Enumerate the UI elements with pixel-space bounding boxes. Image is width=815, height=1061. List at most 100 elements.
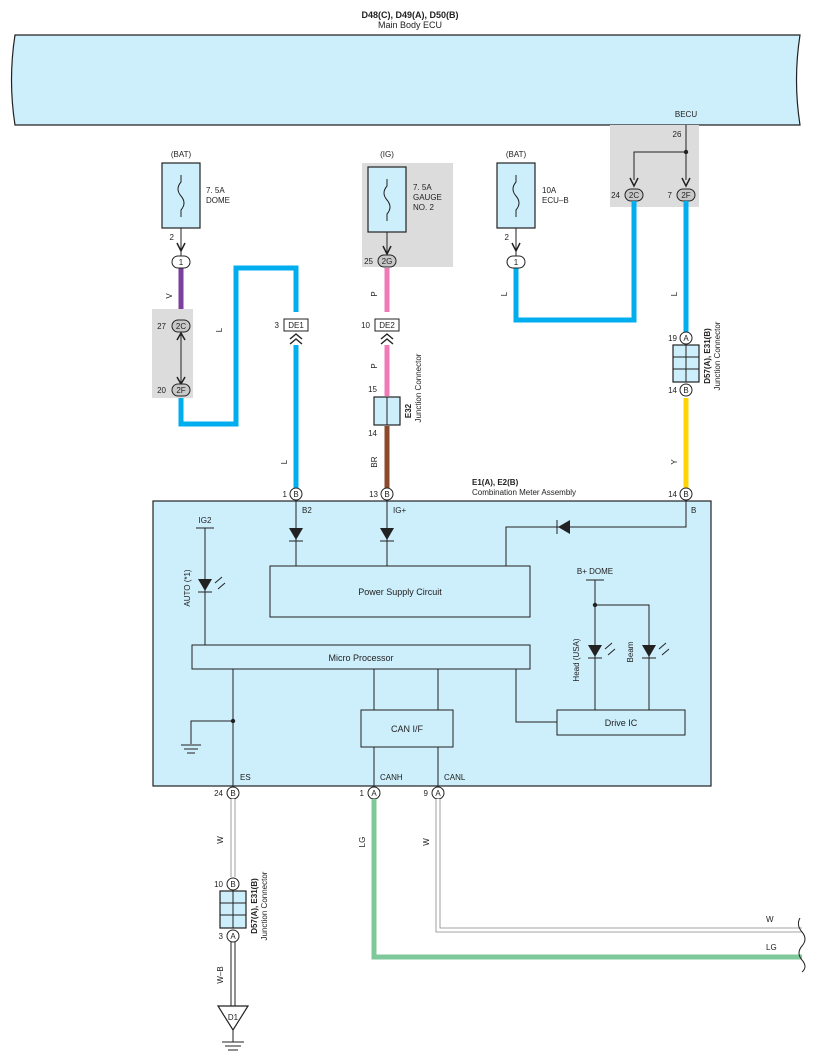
pin-canh-label: CANH — [380, 773, 403, 782]
fuse-gauge-rating: 7. 5A — [413, 183, 432, 192]
becu-2f-arrow — [681, 177, 691, 188]
meter-pin-24b-num: 24 — [214, 789, 223, 798]
bus-break-mark — [797, 917, 806, 973]
wire-w-canl-fill — [436, 799, 802, 932]
fuse-dome-pin: 2 — [170, 233, 175, 242]
fuse-gauge-source: (IG) — [380, 150, 394, 159]
wire-label-p-upper: P — [370, 291, 379, 296]
fuse-ecub-symbol — [512, 175, 520, 217]
fuse-dome-symbol — [177, 175, 185, 217]
micro-processor-label: Micro Processor — [328, 653, 393, 663]
led-auto-rays — [214, 576, 226, 590]
conn-2c-left-pin: 27 — [157, 322, 166, 331]
conn-de2 — [374, 318, 400, 332]
meter-codes: E1(A), E2(B) — [472, 478, 519, 487]
bdome-junction-dot — [592, 602, 598, 608]
fuse-gauge-arrow — [382, 245, 392, 256]
wire-label-y: Y — [670, 459, 679, 465]
junction-bottom-pin-bot: 3 — [219, 932, 224, 941]
fuse-ecub-conn-label: 1 — [514, 258, 519, 267]
meter-pin-b-label: B — [691, 506, 696, 515]
bus-label-w: W — [766, 915, 774, 924]
drive-ic-label: Drive IC — [605, 718, 638, 728]
becu-2c-arrow — [629, 177, 639, 188]
junction-e32-code: E32 — [404, 403, 413, 418]
wire-label-p-lower: P — [370, 363, 379, 368]
meter-pin-1a-conn: A — [371, 789, 377, 798]
diode-b2 — [289, 528, 303, 540]
junction-top-conn-a-label: A — [683, 334, 689, 343]
junction-top-pin-bot: 14 — [668, 386, 677, 395]
junction-top-conn-b-label: B — [683, 386, 688, 395]
ig2-label: IG2 — [199, 516, 212, 525]
junction-bottom-name: Junction Connector — [260, 871, 269, 940]
micro-output-lines — [232, 669, 557, 786]
fuse-ecub-rating: 10A — [542, 186, 557, 195]
junction-e32-pin-bot: 14 — [368, 429, 377, 438]
main-body-ecu-box — [10, 34, 801, 126]
beam-label: Beam — [626, 641, 635, 662]
fuse-dome-arrow — [176, 242, 186, 253]
head-label: Head (USA) — [572, 638, 581, 681]
wire-w-canl — [435, 799, 802, 933]
can-lines — [373, 747, 439, 786]
fuse-ecub-pin: 2 — [505, 233, 510, 242]
junction-top-conn-b — [679, 383, 693, 397]
ground-internal-icon — [181, 744, 201, 754]
junction-top-grid — [673, 345, 699, 382]
junction-bottom-conn-b — [226, 877, 240, 891]
fuse-gauge-pin: 25 — [364, 257, 373, 266]
wire-label-l-becu: L — [670, 291, 679, 296]
junction-bottom-conn-a — [226, 929, 240, 943]
junction-bottom-grid — [220, 891, 246, 928]
led-auto — [198, 579, 212, 591]
wire-w-es — [230, 799, 236, 877]
bdome-label: B+ DOME — [577, 567, 613, 576]
becu-2c-label: 2C — [629, 191, 639, 200]
power-supply-circuit — [269, 565, 531, 618]
junction-e32-pin-top: 15 — [368, 385, 377, 394]
meter-pin-24b-conn: B — [230, 789, 235, 798]
meter-pin-b2-label: B2 — [302, 506, 312, 515]
ground-internal-line — [190, 720, 233, 744]
conn-de2-pin: 10 — [361, 321, 370, 330]
fuse-gauge-name2: NO. 2 — [413, 203, 434, 212]
wire-l-loop-left — [178, 265, 299, 427]
ecu-codes: D48(C), D49(A), D50(B) — [361, 10, 458, 20]
meter-name: Combination Meter Assembly — [472, 488, 576, 497]
junction-bottom-conn-b-label: B — [230, 880, 235, 889]
wire-label-w-es: W — [216, 836, 225, 844]
auto-label: AUTO (*1) — [183, 569, 192, 607]
junction-top-code: D57(A), E31(B) — [703, 328, 712, 384]
junction-top-name: Junction Connector — [713, 321, 722, 390]
conn-de2-label: DE2 — [379, 321, 395, 330]
wire-lg — [371, 799, 802, 960]
junction-e32-name: Junction Connector — [414, 353, 423, 422]
meter-pin-9a-num: 9 — [424, 789, 429, 798]
drive-ic — [556, 709, 686, 736]
can-interface-label: CAN I/F — [391, 724, 424, 734]
micro-processor — [191, 644, 531, 670]
becu-pin-26: 26 — [673, 130, 682, 139]
fuse-ecub-name: ECU–B — [542, 196, 569, 205]
wire-label-l-b2: L — [280, 459, 289, 464]
wire-label-br: BR — [370, 456, 379, 467]
fuse-ecub-arrow — [511, 242, 521, 253]
meter-pin-9a-conn: A — [435, 789, 441, 798]
junction-top-conn-a — [679, 331, 693, 345]
becu-2f-pin: 7 — [668, 191, 673, 200]
wire-label-l-ecub: L — [500, 291, 509, 296]
led-head — [588, 645, 602, 657]
conn-2f-left — [171, 383, 191, 397]
wire-label-w-canl: W — [422, 838, 431, 846]
fuse-dome-rating: 7. 5A — [206, 186, 225, 195]
fuse-dome-source: (BAT) — [171, 150, 192, 159]
conn-2f-left-pin: 20 — [157, 386, 166, 395]
wire-label-l-loop: L — [215, 327, 224, 332]
led-beam-rays — [658, 642, 670, 656]
fuse-gauge-name1: GAUGE — [413, 193, 442, 202]
meter-pin-14b-conn: B — [683, 490, 688, 499]
diode-b — [558, 520, 570, 534]
ecu-name: Main Body ECU — [378, 20, 442, 30]
